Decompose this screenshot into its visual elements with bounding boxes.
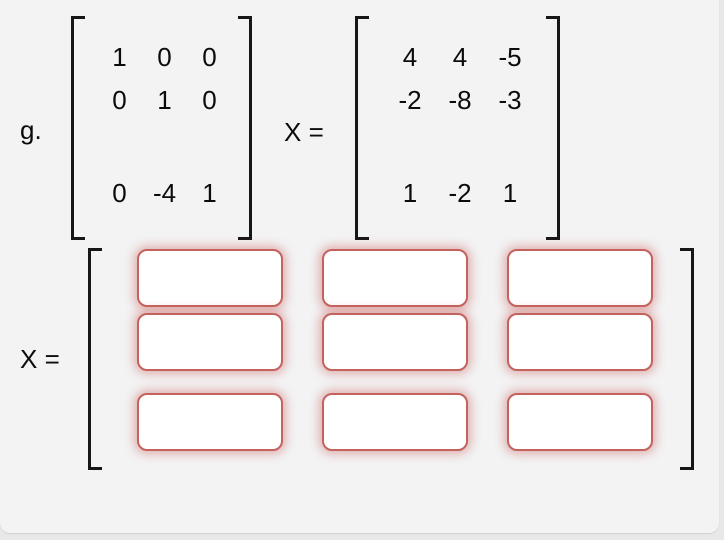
answer-matrix-row (137, 249, 653, 307)
matrix-cell: -2 (448, 178, 472, 208)
matrix-row: -2 -8 -3 (385, 79, 535, 122)
matrix-row: 4 4 -5 (385, 36, 535, 79)
matrix-row: 0 -4 1 (97, 172, 232, 215)
matrix-cell: 0 (157, 42, 172, 72)
answer-bracket-right-icon (680, 248, 694, 470)
answer-input-r2c3[interactable] (507, 313, 653, 371)
answer-input-r3c3[interactable] (507, 393, 653, 451)
matrix-bracket-left-icon (71, 16, 85, 240)
constant-matrix-values: 4 4 -5 -2 -8 -3 1 -2 1 (355, 16, 535, 215)
answer-input-r3c2[interactable] (322, 393, 468, 451)
matrix-row: 0 1 0 (97, 79, 232, 122)
answer-matrix-row (137, 393, 653, 451)
answer-input-r1c2[interactable] (322, 249, 468, 307)
problem-label: g. (20, 115, 42, 145)
matrix-cell: 1 (157, 85, 172, 115)
matrix-cell: 4 (452, 42, 468, 72)
matrix-cell: 0 (202, 42, 217, 72)
answer-input-r1c3[interactable] (507, 249, 653, 307)
matrix-cell: 4 (402, 42, 418, 72)
matrix-row: 1 0 0 (97, 36, 232, 79)
matrix-cell: 0 (202, 85, 217, 115)
answer-input-r2c2[interactable] (322, 313, 468, 371)
matrix-cell: 1 (112, 42, 127, 72)
matrix-cell: -5 (498, 42, 522, 72)
matrix-cell: 0 (112, 178, 127, 208)
matrix-cell: -2 (398, 85, 422, 115)
answer-matrix-row (137, 313, 653, 371)
matrix-cell: 0 (112, 85, 127, 115)
answer-x-equals: X = (20, 344, 60, 374)
matrix-cell: 1 (202, 178, 217, 208)
coefficient-matrix-values: 1 0 0 0 1 0 0 -4 1 (71, 16, 232, 215)
matrix-cell: 1 (402, 178, 418, 208)
matrix-cell: -4 (152, 178, 177, 208)
matrix-cell: 1 (502, 178, 518, 208)
matrix-row: 1 -2 1 (385, 172, 535, 215)
answer-input-r2c1[interactable] (137, 313, 283, 371)
answer-input-r3c1[interactable] (137, 393, 283, 451)
answer-bracket-left-icon (88, 248, 102, 470)
answer-input-r1c1[interactable] (137, 249, 283, 307)
matrix-bracket-right-icon (238, 16, 252, 240)
constant-matrix: 4 4 -5 -2 -8 -3 1 -2 1 (355, 16, 560, 240)
coefficient-matrix: 1 0 0 0 1 0 0 -4 1 (71, 16, 252, 240)
matrix-bracket-left-icon (355, 16, 369, 240)
equation-x-equals: X = (284, 117, 324, 147)
matrix-cell: -3 (498, 85, 522, 115)
matrix-bracket-right-icon (546, 16, 560, 240)
matrix-cell: -8 (448, 85, 472, 115)
